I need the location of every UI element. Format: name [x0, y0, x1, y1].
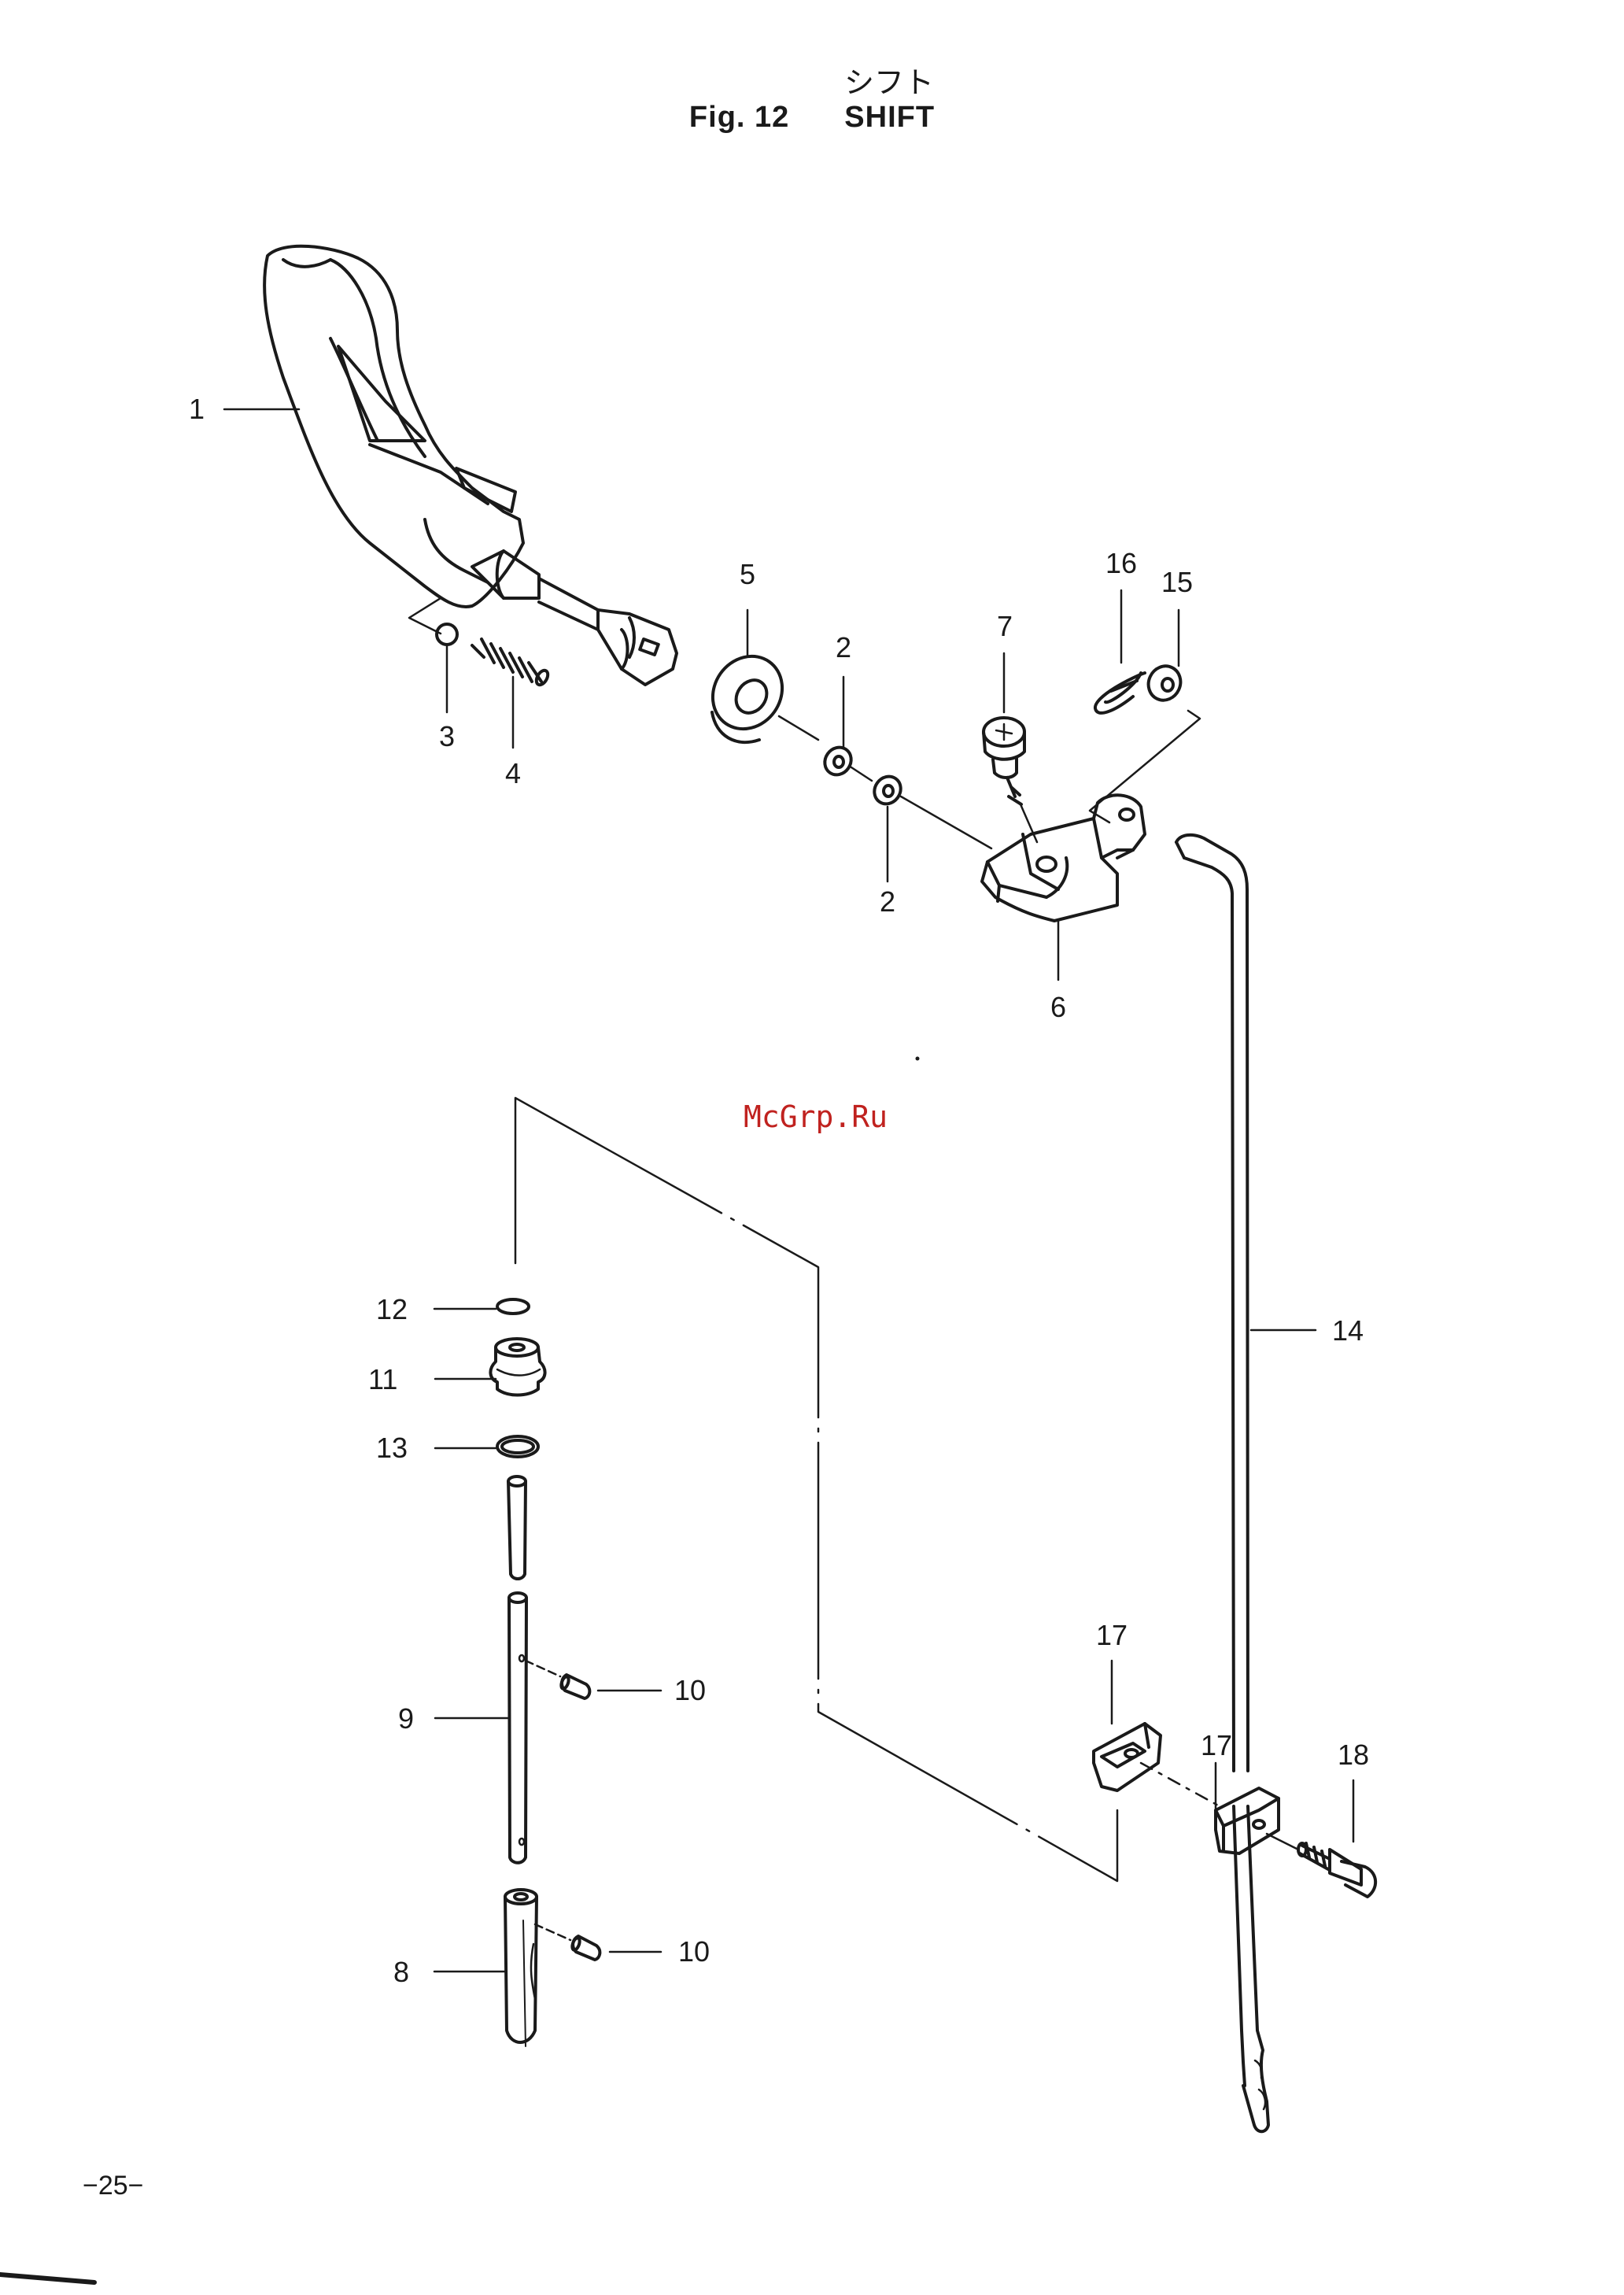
part-11-grommet: [490, 1339, 544, 1395]
part-3-detent-ball: [437, 624, 457, 645]
part-2-washer-upper: [820, 742, 857, 780]
callout-11: 11: [368, 1363, 397, 1395]
callout-10-lower: 10: [678, 1935, 710, 1968]
callout-6: 6: [1050, 991, 1066, 1023]
callout-18: 18: [1338, 1739, 1369, 1771]
callout-4: 4: [505, 757, 521, 789]
watermark: McGrp.Ru: [744, 1099, 888, 1134]
callout-13: 13: [376, 1432, 408, 1464]
stray-dot: [916, 1057, 920, 1061]
callout-8: 8: [393, 1956, 409, 1988]
part-13-clip-ring: [497, 1436, 538, 1457]
part-10-pin-upper: [560, 1675, 590, 1698]
callout-14: 14: [1332, 1314, 1364, 1347]
part-5-washer: [699, 643, 796, 743]
callout-17-loose: 17: [1096, 1619, 1128, 1651]
callout-15: 15: [1161, 566, 1193, 598]
part-8-shift-rod-end: [505, 1890, 537, 2046]
part-15-washer: [1143, 661, 1187, 706]
callout-3: 3: [439, 720, 455, 752]
callout-9: 9: [398, 1702, 414, 1735]
callout-16: 16: [1105, 547, 1137, 579]
part-17-rod-holder-loose: [1094, 1724, 1161, 1791]
part-18-bolt: [1298, 1843, 1375, 1897]
part-9-shift-rod: [509, 1593, 526, 1863]
part-6-shift-link: [982, 795, 1145, 921]
callout-7: 7: [997, 610, 1013, 642]
page-number: −25−: [83, 2171, 144, 2201]
callout-17-mounted: 17: [1201, 1729, 1232, 1761]
part-12-o-ring: [497, 1299, 529, 1314]
part-1-shift-lever-handle: [264, 246, 523, 607]
leader-lines: [224, 409, 1353, 1972]
callout-1: 1: [189, 393, 205, 425]
callout-2-lower: 2: [880, 885, 895, 918]
part-16-cotter-pin: [1095, 673, 1145, 713]
part-2-washer-lower: [869, 771, 906, 809]
scan-edge-mark: [0, 2275, 94, 2282]
part-14-shift-rod: [1176, 835, 1268, 2131]
part-4-detent-spring: [472, 639, 550, 687]
upper-rod-segment: [508, 1476, 526, 1579]
callout-5: 5: [740, 558, 755, 590]
callout-2-upper: 2: [836, 631, 851, 663]
callout-10-upper: 10: [674, 1674, 706, 1706]
callout-12: 12: [376, 1293, 408, 1325]
part-10-pin-lower: [571, 1936, 600, 1960]
callout-labels: 1 2 2 3 4 5 6 7 8 9 10 10 11 12 13 14 15…: [83, 393, 1369, 2201]
part-7-screw: [984, 718, 1024, 804]
